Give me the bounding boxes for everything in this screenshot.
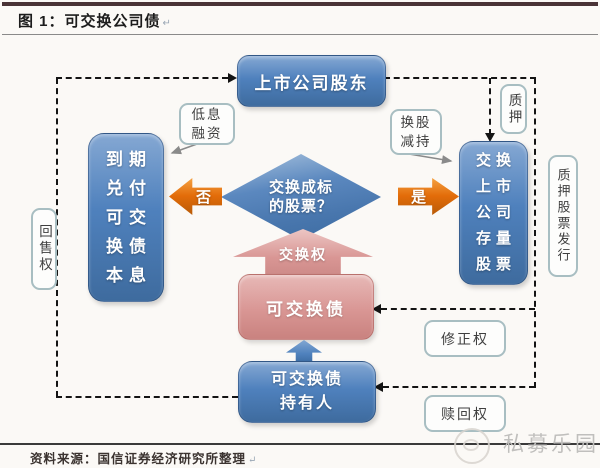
- connector-pledge-down: [489, 78, 491, 135]
- low-interest-tail: [170, 143, 198, 155]
- tag-line: 换股: [400, 115, 432, 130]
- connector-left-loop-bottom: [56, 396, 238, 398]
- connector-left-loop-top: [56, 77, 228, 79]
- node-maturity-payment: 到期 兑付 可交 换债 本息: [88, 133, 164, 302]
- paragraph-mark: ↵: [162, 18, 172, 29]
- node-exchange-listed-stock: 交换 上市 公司 存量 股票: [459, 141, 528, 285]
- arrowhead-into-shareholder: [228, 73, 237, 83]
- node-line: 兑付: [106, 179, 152, 198]
- tag-swap-reduce-holding: 换股 减持: [390, 109, 442, 155]
- arrowhead-into-exchange-stock: [485, 133, 495, 142]
- source-line: 资料来源：国信证券经济研究所整理↵: [30, 448, 257, 467]
- connector-right-vertical: [534, 78, 536, 388]
- connector-left-loop-vertical: [56, 78, 58, 397]
- figure-title: 图 1：可交换公司债↵: [18, 10, 172, 31]
- node-line: 交换成标: [268, 179, 333, 196]
- node-line: 股票: [475, 256, 516, 273]
- no-label: 否: [195, 189, 211, 206]
- tag-pledge-stock-issue: 质押股票发行: [548, 155, 578, 277]
- swap-reduce-tail: [408, 153, 453, 164]
- figure-title-text: 可交换公司债: [64, 13, 161, 30]
- node-label: 可交换债: [266, 299, 346, 319]
- exchange-right-up-arrow: 交换权: [233, 229, 373, 277]
- node-line: 换债: [106, 237, 152, 256]
- figure-label: 图 1：: [18, 13, 65, 30]
- watermark-label: 私募乐园: [503, 433, 599, 456]
- source-label: 资料来源：: [30, 452, 98, 466]
- yes-label: 是: [410, 189, 426, 206]
- node-line: 持有人: [279, 395, 334, 412]
- node-line: 公司: [475, 204, 516, 221]
- exchange-right-label: 交换权: [279, 246, 327, 263]
- node-line: 到期: [106, 150, 152, 169]
- tag-line: 低息: [191, 107, 223, 122]
- arrowhead-into-holder: [374, 382, 383, 392]
- node-bond-holder: 可交换债 持有人: [238, 361, 376, 423]
- watermark-text: 私募乐园↵: [503, 428, 600, 458]
- source-text: 国信证券经济研究所整理: [97, 452, 247, 466]
- node-listed-company-shareholder: 上市公司股东: [237, 55, 386, 107]
- node-line: 上市: [475, 178, 516, 195]
- node-decision-exchange-into-stock: 交换成标 的股票？: [221, 154, 381, 240]
- node-line: 本息: [106, 266, 152, 285]
- decision-no-arrow: 否: [169, 178, 222, 215]
- arrowhead-into-bond: [372, 304, 381, 314]
- holder-to-bond-arrow: [286, 340, 322, 363]
- node-line: 存量: [475, 230, 516, 247]
- connector-amend-to-bond: [381, 308, 535, 310]
- tag-amend-right: 修正权: [424, 320, 506, 357]
- tag-line: 融资: [191, 126, 223, 141]
- tag-low-interest-financing: 低息 融资: [179, 103, 235, 145]
- tag-putback-right: 回售权: [31, 208, 57, 290]
- top-rule: [2, 2, 598, 6]
- paragraph-mark: ↵: [248, 455, 258, 466]
- tag-redeem-right: 赎回权: [424, 395, 506, 432]
- title-divider: [2, 34, 598, 35]
- node-line: 可交: [106, 208, 152, 227]
- connector-redeem-to-holder: [383, 386, 535, 388]
- node-exchangeable-bond: 可交换债: [238, 274, 374, 340]
- node-label: 上市公司股东: [254, 73, 369, 93]
- watermark-logo-icon: [454, 428, 490, 464]
- bottom-rule: [0, 443, 600, 445]
- node-line: 交换: [475, 152, 516, 169]
- connector-shareholder-right: [384, 77, 536, 79]
- node-line: 可交换债: [270, 371, 343, 388]
- tag-pledge: 质押: [500, 84, 527, 134]
- tag-line: 减持: [400, 134, 432, 149]
- node-line: 的股票？: [268, 198, 333, 215]
- decision-yes-arrow: 是: [398, 178, 459, 215]
